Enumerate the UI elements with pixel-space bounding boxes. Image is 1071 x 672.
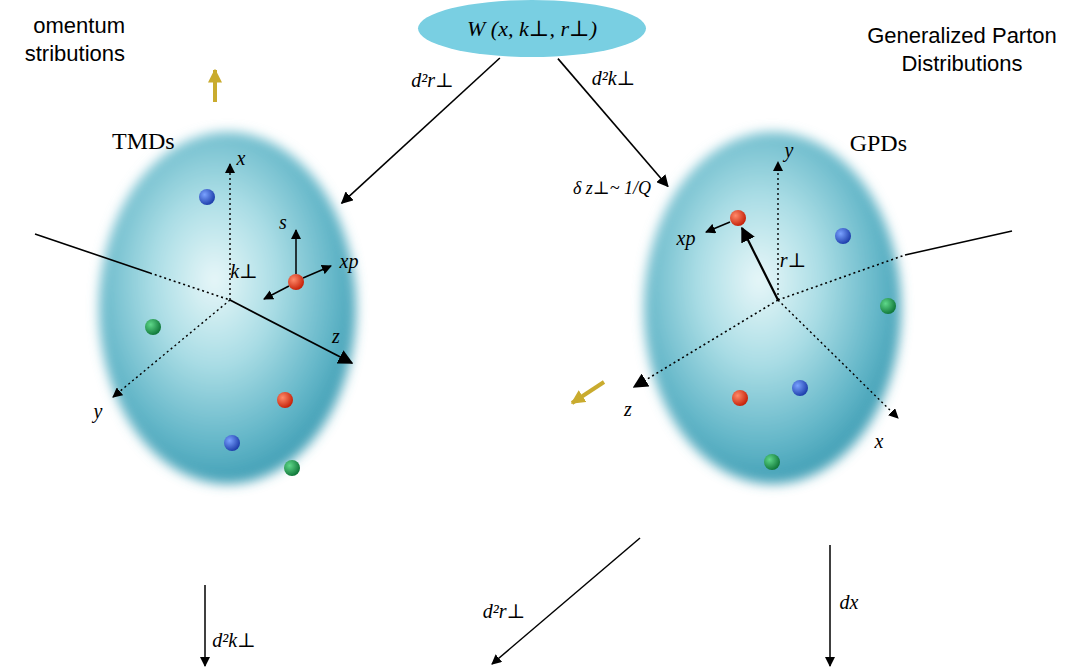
quark-dot (199, 189, 215, 205)
integration-label: d²r⊥ (483, 599, 526, 624)
motion-arrow (572, 382, 604, 403)
ellipse-fill (418, 0, 646, 57)
axis-arrow (778, 300, 898, 418)
axis-line (35, 234, 150, 273)
quark-dot (288, 274, 304, 290)
node-label: W (x, k⊥, r⊥) (467, 16, 597, 42)
axis-arrow (229, 164, 230, 300)
projection-arrow (204, 585, 206, 666)
quark-dot (732, 390, 748, 406)
spin-vector (295, 230, 297, 274)
sphere-fill (99, 132, 356, 484)
axis-label: z (624, 397, 632, 422)
result-ellipse: W (x, k⊥, r⊥) (418, 0, 646, 57)
axis-line (905, 231, 1012, 255)
axis-label: y (94, 399, 103, 424)
quark-dot (835, 228, 851, 244)
nucleon-sphere-outline (640, 128, 905, 488)
motion-arrow (213, 70, 217, 102)
nucleon-sphere: GPDs (640, 128, 905, 488)
resolution-label: δ z⊥~ 1/Q (573, 177, 651, 200)
nucleon-sphere: TMDs (95, 128, 360, 488)
quark-dot (277, 392, 293, 408)
projection-arrow (342, 58, 500, 203)
node-heading: TMDs (112, 128, 175, 155)
position-vector (742, 228, 778, 300)
projection-arrow (492, 538, 640, 664)
axis-arrow (634, 300, 778, 387)
integration-label: d²k⊥ (212, 628, 256, 653)
quark-dot (224, 435, 240, 451)
heading-text: Generalized Parton Distributions (854, 22, 1070, 77)
quark-dot (145, 319, 161, 335)
quark-dot (792, 380, 808, 396)
heading-text: omentum stributions (15, 12, 125, 67)
node-heading: GPDs (850, 130, 907, 157)
integration-label: dx (840, 590, 859, 615)
momentum-vector (303, 266, 331, 278)
projection-arrow (829, 545, 831, 666)
axis-arrow (230, 300, 352, 363)
nucleon-sphere-outline (95, 128, 360, 488)
axis-label: x (875, 429, 884, 454)
momentum-vector (706, 222, 730, 232)
quark-dot (880, 298, 896, 314)
quark-dot (284, 460, 300, 476)
sphere-fill (644, 132, 901, 484)
axis-line (150, 273, 230, 300)
integration-label: d²k⊥ (592, 66, 636, 90)
projection-arrow (558, 59, 668, 187)
quark-dot (764, 454, 780, 470)
axis-arrow (777, 162, 778, 300)
quark-dot (730, 210, 746, 226)
axis-arrow (113, 300, 230, 397)
axis-line (778, 255, 905, 300)
integration-label: d²r⊥ (411, 68, 454, 92)
momentum-vector (264, 286, 289, 299)
